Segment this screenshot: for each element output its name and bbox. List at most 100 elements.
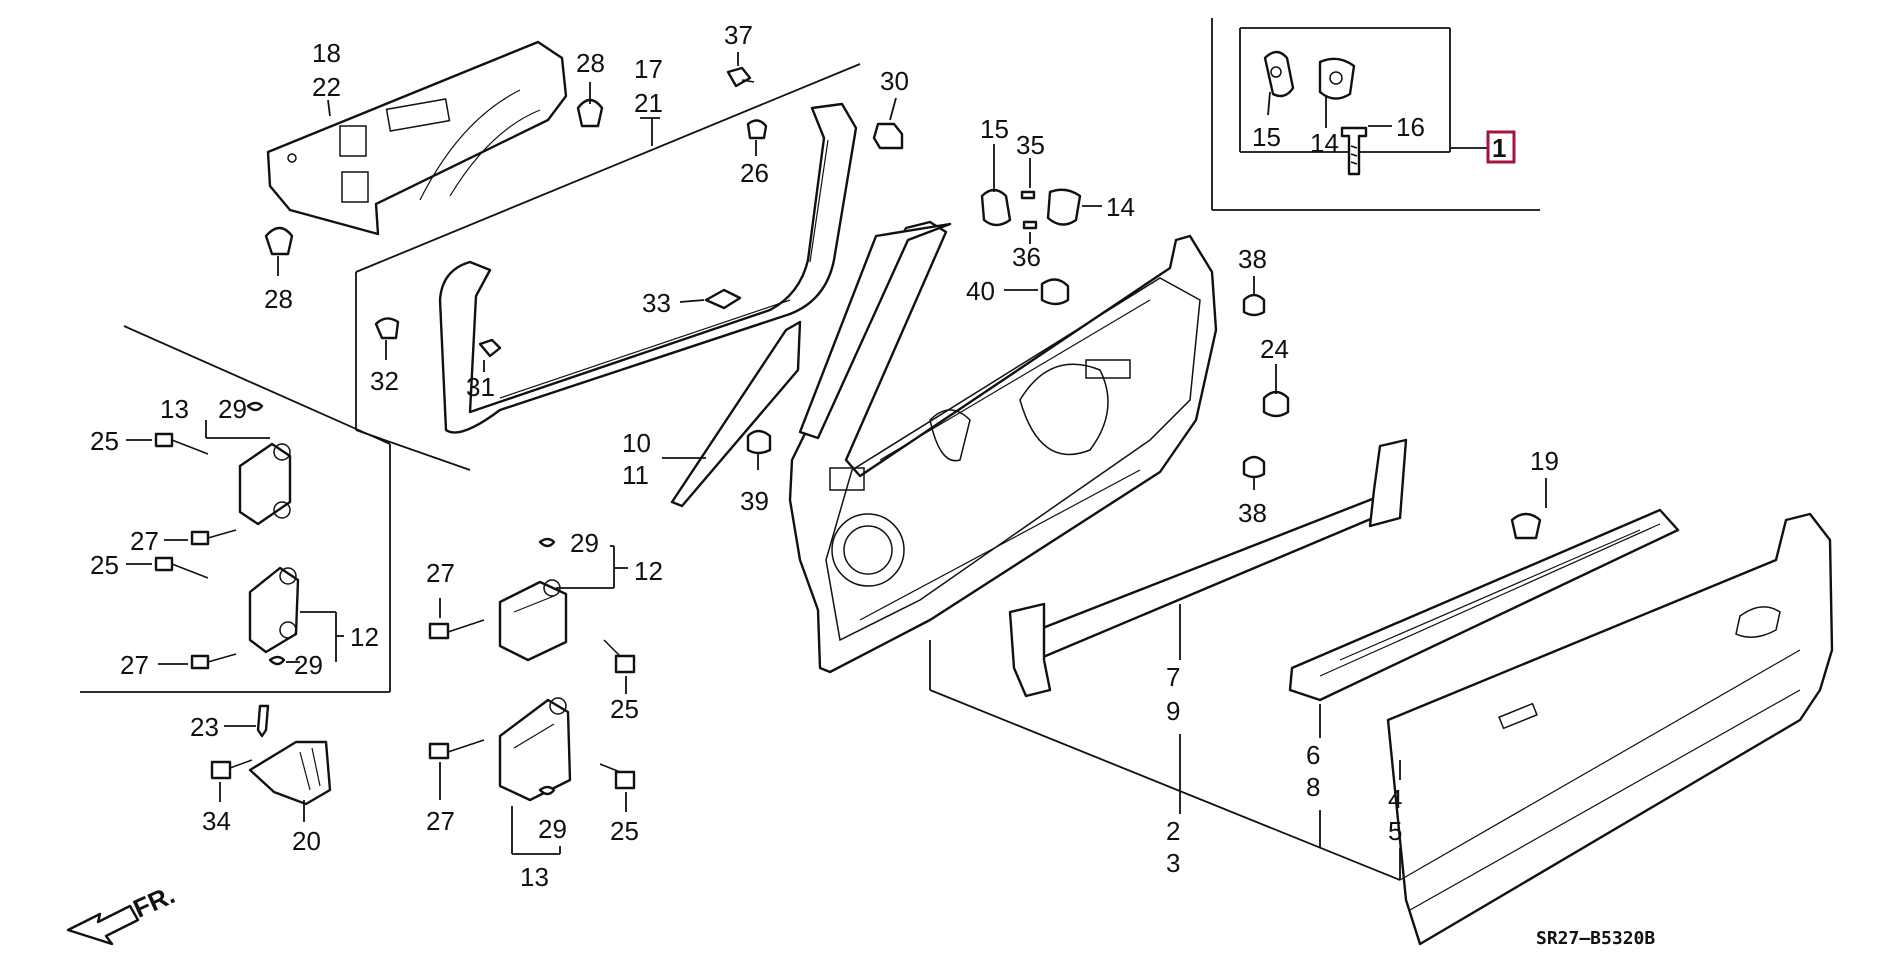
hinge-13-center-icon — [498, 698, 572, 802]
callout-27-lower-left[interactable]: 27 — [120, 650, 149, 680]
front-arrow-icon — [66, 904, 140, 946]
callout-29-center-upper[interactable]: 29 — [570, 528, 599, 558]
callout-27-upper-left[interactable]: 27 — [130, 526, 159, 556]
kit-inset: 1 15 14 16 — [1211, 18, 1540, 211]
clip-15-icon — [1263, 50, 1295, 98]
screw-36-icon — [1022, 220, 1038, 230]
callout-11[interactable]: 11 — [622, 460, 649, 490]
clip-37: 37 — [724, 20, 755, 88]
channel-strip — [670, 320, 802, 508]
callout-33[interactable]: 33 — [642, 288, 671, 318]
callout-12-center[interactable]: 12 — [634, 556, 663, 586]
callout-39[interactable]: 39 — [740, 486, 769, 516]
callout-4[interactable]: 4 — [1388, 784, 1402, 814]
callout-40[interactable]: 40 — [966, 276, 995, 306]
screw-35-icon — [1020, 190, 1036, 200]
clip-28-upper: 28 — [576, 48, 605, 128]
front-indicator: FR. — [66, 879, 179, 946]
plug-39-icon — [746, 429, 772, 455]
callout-35[interactable]: 35 — [1016, 130, 1045, 160]
bolt-25-mid-icon — [154, 556, 174, 572]
callout-8[interactable]: 8 — [1306, 772, 1320, 802]
callout-25-upper-left[interactable]: 25 — [90, 426, 119, 456]
callout-21[interactable]: 21 — [634, 88, 663, 118]
callout-15[interactable]: 15 — [980, 114, 1009, 144]
callout-38-upper[interactable]: 38 — [1238, 244, 1267, 274]
callout-18[interactable]: 18 — [312, 38, 341, 68]
bolt-25-center-upper-icon — [614, 654, 636, 674]
callout-25-mid-left[interactable]: 25 — [90, 550, 119, 580]
callout-16-kit[interactable]: 16 — [1396, 112, 1425, 142]
washer-29-center-icon — [538, 537, 556, 548]
callout-19[interactable]: 19 — [1530, 446, 1559, 476]
callout-28-lower[interactable]: 28 — [264, 284, 293, 314]
kit-number-box[interactable] — [1486, 130, 1516, 164]
callout-9[interactable]: 9 — [1166, 696, 1180, 726]
door-reinforcement — [1288, 508, 1680, 702]
callout-13-center[interactable]: 13 — [520, 862, 549, 892]
callout-29-center-lower[interactable]: 29 — [538, 814, 567, 844]
bolt-27-center-lower-icon — [428, 742, 450, 760]
drawing-code: SR27–B5320B — [1536, 928, 1655, 949]
callout-14[interactable]: 14 — [1106, 192, 1135, 222]
bolt-27-lower-icon — [190, 654, 210, 670]
plugs-right: 38 24 38 — [1238, 244, 1290, 528]
callout-5[interactable]: 5 — [1388, 816, 1402, 846]
callout-10[interactable]: 10 — [622, 428, 651, 458]
callout-17[interactable]: 17 — [634, 54, 663, 84]
callout-29-lower-left[interactable]: 29 — [294, 650, 323, 680]
callout-23[interactable]: 23 — [190, 712, 219, 742]
washer-29-lower-icon — [268, 655, 286, 666]
callout-27-center-upper[interactable]: 27 — [426, 558, 455, 588]
callout-36[interactable]: 36 — [1012, 242, 1041, 272]
callout-6[interactable]: 6 — [1306, 740, 1320, 770]
reinforcement-group: 6 8 — [1288, 508, 1680, 848]
clip-33: 33 — [642, 288, 742, 318]
callout-31[interactable]: 31 — [466, 372, 495, 402]
callout-12-left[interactable]: 12 — [350, 622, 379, 652]
callout-30[interactable]: 30 — [880, 66, 909, 96]
callout-32[interactable]: 32 — [370, 366, 399, 396]
callout-3[interactable]: 3 — [1166, 848, 1180, 878]
door-hole-seal-group: 18 22 — [266, 38, 568, 236]
washer-29-center-lower-icon — [538, 785, 556, 796]
callout-22[interactable]: 22 — [312, 72, 341, 102]
fastener-cluster: 15 35 14 36 — [980, 114, 1135, 272]
callout-28-upper[interactable]: 28 — [576, 48, 605, 78]
callout-25-center-upper[interactable]: 25 — [610, 694, 639, 724]
callout-38-lower[interactable]: 38 — [1238, 498, 1267, 528]
callout-7[interactable]: 7 — [1166, 662, 1180, 692]
bolt-27-center-upper-icon — [428, 622, 450, 640]
callout-29-upper-left[interactable]: 29 — [218, 394, 247, 424]
callout-37[interactable]: 37 — [724, 20, 753, 50]
clip-19-icon — [1510, 512, 1542, 540]
door-frame — [788, 220, 1218, 674]
clip-14-icon — [1318, 57, 1356, 100]
kit-number[interactable]: 1 — [1492, 133, 1506, 163]
hinge-12-left-icon — [248, 566, 300, 654]
callout-2[interactable]: 2 — [1166, 816, 1180, 846]
callout-20[interactable]: 20 — [292, 826, 321, 856]
upper-hinge-group: 13 29 25 27 25 12 27 — [80, 325, 391, 693]
plug-38-lower-icon — [1242, 455, 1266, 479]
callout-24[interactable]: 24 — [1260, 334, 1289, 364]
stopper-30: 30 — [872, 66, 909, 150]
clip-31-icon — [478, 338, 502, 358]
clip-14-icon-main — [1046, 188, 1082, 226]
hinge-13-left-icon — [238, 442, 292, 526]
weatherstrip-group: 17 21 — [355, 54, 861, 471]
callout-26[interactable]: 26 — [740, 158, 769, 188]
clip-28-lower-icon — [264, 226, 294, 256]
callout-34[interactable]: 34 — [202, 806, 231, 836]
impact-beam-group: 7 9 2 3 — [929, 438, 1408, 881]
stopper-30-icon — [872, 122, 904, 150]
callout-14-kit[interactable]: 14 — [1310, 128, 1339, 158]
plug-39: 39 — [740, 429, 772, 516]
door-outer-skin — [1386, 512, 1834, 946]
callout-27-center-lower[interactable]: 27 — [426, 806, 455, 836]
callout-13-left[interactable]: 13 — [160, 394, 189, 424]
grommet-40-icon — [1040, 278, 1070, 306]
callout-15-kit[interactable]: 15 — [1252, 122, 1281, 152]
callout-25-center-lower[interactable]: 25 — [610, 816, 639, 846]
